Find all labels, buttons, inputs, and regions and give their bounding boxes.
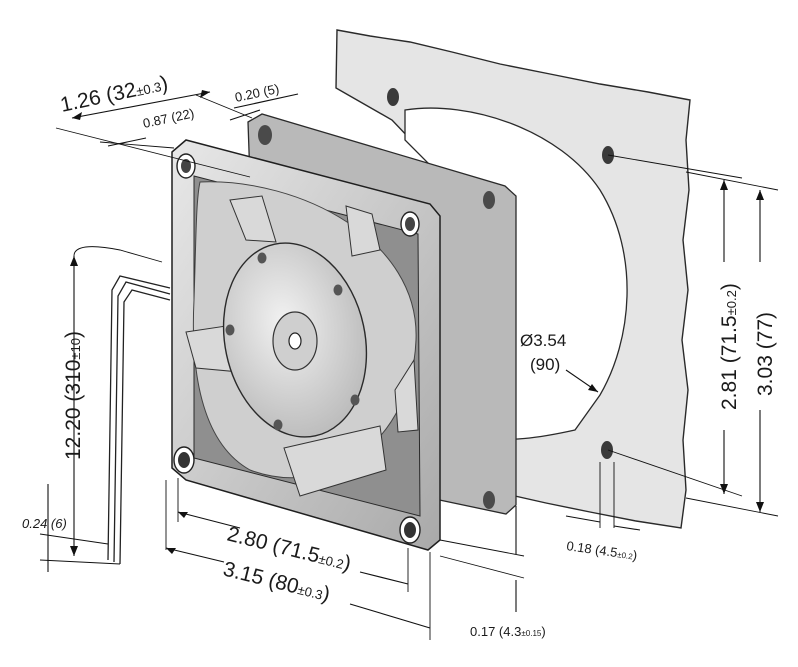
hole-spacing-y-label: 2.81 (71.5±0.2)	[718, 283, 741, 410]
wire-gauge-label: 0.24 (6)	[22, 516, 67, 531]
hole-diameter-label: 0.18 (4.5±0.2)	[566, 538, 639, 563]
plate-hole-top-left	[387, 88, 399, 106]
plate-hole-bottom-right	[601, 441, 613, 459]
fan-blade	[394, 358, 419, 433]
fan-blade	[345, 205, 381, 257]
fan-blade	[229, 195, 277, 243]
height-label: 3.03 (77)	[754, 312, 777, 396]
cutout-diameter-mm-label: (90)	[530, 355, 560, 374]
dimension-labels: 1.26 (32±0.3) 0.87 (22) 0.20 (5) 12.20 (…	[22, 72, 777, 639]
flange-label: 0.20 (5)	[234, 81, 281, 105]
fan-front-frame	[171, 139, 441, 551]
hub-depth-label: 0.87 (22)	[142, 105, 196, 130]
lead-wires	[107, 275, 171, 565]
cable-length-label: 12.20 (310±10)	[62, 331, 85, 460]
dimension-lines	[39, 90, 779, 640]
fan-blade	[283, 425, 387, 497]
cutout-diameter-label: Ø3.54	[520, 331, 566, 350]
flange-thickness-label: 0.17 (4.3±0.15)	[470, 624, 546, 639]
